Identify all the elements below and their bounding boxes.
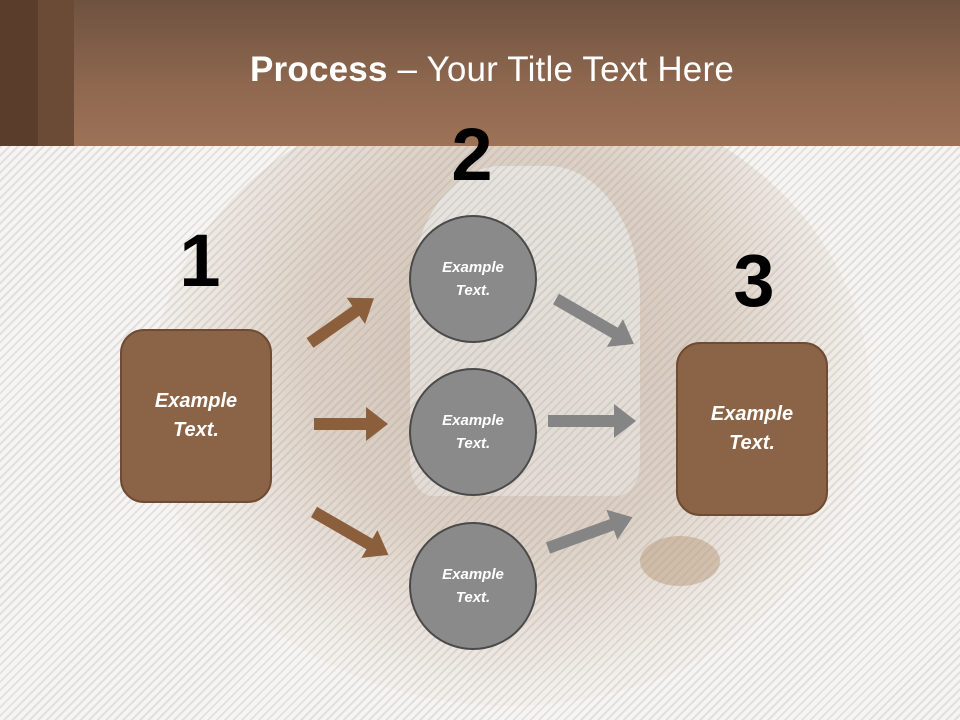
gray-arrows xyxy=(545,293,636,554)
circle-top-line2: Text. xyxy=(455,282,491,299)
step-3-line1: Example xyxy=(710,403,794,425)
brown-arrows xyxy=(306,297,389,558)
step-number-1: 1 xyxy=(179,219,221,302)
arrow-circle2-to-box3 xyxy=(548,404,636,438)
header-accent xyxy=(38,0,74,146)
arrow-box1-to-circle2 xyxy=(314,407,388,441)
arrow-circle1-to-box3 xyxy=(553,293,634,347)
arrow-box1-to-circle3 xyxy=(311,506,389,558)
photo-coins xyxy=(640,536,720,586)
step-number-2: 2 xyxy=(451,113,493,196)
step-1-line2: Text. xyxy=(173,419,219,441)
step-number-3: 3 xyxy=(733,239,775,322)
circle-middle-line2: Text. xyxy=(455,435,491,452)
circle-middle-line1: Example xyxy=(442,412,504,429)
circle-bottom-line2: Text. xyxy=(455,589,491,606)
arrow-box1-to-circle1 xyxy=(306,297,374,348)
header-accent-dark xyxy=(0,0,38,146)
arrow-circle3-to-box3 xyxy=(545,509,633,554)
title-rest: – Your Title Text Here xyxy=(387,50,734,89)
title-bold: Process xyxy=(250,50,388,89)
slide-title: Process – Your Title Text Here xyxy=(0,50,960,90)
title-bar: Process – Your Title Text Here xyxy=(0,0,960,146)
step-3-line2: Text. xyxy=(729,432,775,454)
circle-top-line1: Example xyxy=(442,259,504,276)
step-1-line1: Example xyxy=(154,390,238,412)
circle-bottom-line1: Example xyxy=(442,566,504,583)
